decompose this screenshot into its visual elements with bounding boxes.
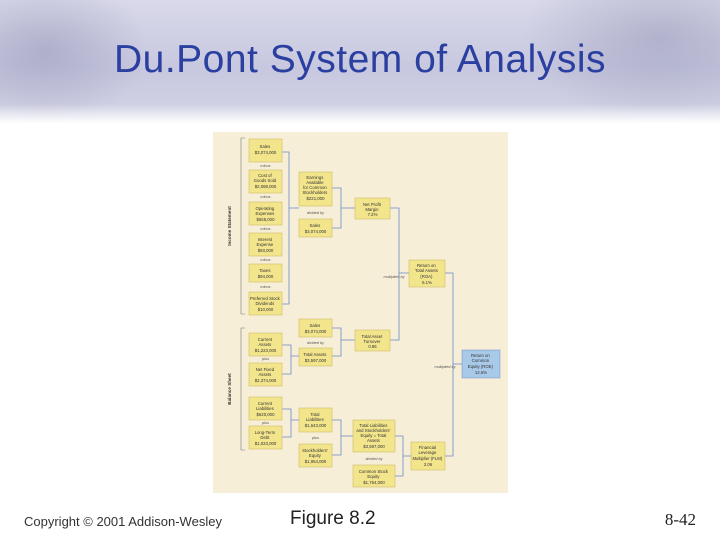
box-cse [352,464,396,488]
box-fixed-assets [248,362,283,387]
box-taxes [248,263,283,283]
col2-divided-2: divided by [307,341,325,345]
connector-roa-to-roe [445,272,462,365]
col1-boxes [248,138,283,450]
col4-multiplied: multiplied by [383,275,405,279]
balance-sheet-label: Balance Sheet [227,373,232,405]
col1-minus-5: minus [260,285,270,289]
col3-tat-text: Total Asset Turnover 0.85 [362,334,384,349]
col2-total-assets-text: Total Assets $3,597,000 [303,352,327,363]
col5-multiplied: multiplied by [434,365,456,369]
box-sales [248,138,283,163]
box-earnings [298,171,333,207]
connector-tl-to-tlse [332,419,353,437]
connector-col1-to-earnings-top [282,151,299,209]
box-current-assets [248,332,283,357]
col2-sales2-text: Sales $3,074,000 [305,323,327,334]
box-ltd [248,425,283,450]
connector-tlse-to-fem [395,435,411,457]
col1-sales-text: Sales $3,074,000 [255,144,277,155]
balance-sheet-bracket [240,327,245,451]
box-tlse [352,419,396,453]
copyright-notice: Copyright © 2001 Addison-Wesley [24,514,222,529]
income-statement-label: Income Statement [227,206,232,246]
box-roa [408,259,446,288]
connector-tat-to-roa [390,273,400,341]
col1-taxes-text: Taxes $94,000 [258,268,274,279]
connector-ltd-to-tl [282,420,292,438]
col1-minus-4: minus [260,258,270,262]
box-cogs [248,169,283,194]
box-fem [410,441,446,471]
col1-ltd-text: Long-Term Debt $1,023,000 [255,430,277,446]
box-roe [461,349,501,379]
slide-header-banner [0,0,720,124]
header-decoration-right [520,0,720,124]
col2-plus: plus [311,436,319,440]
box-opex [248,201,283,226]
dupont-diagram: Income Statement Balance Sheet Sal [213,132,508,493]
col1-minus-2: minus [260,195,270,199]
col3-divided: divided by [365,457,383,461]
col3-npm-text: Net Profit Margin 7.2% [363,202,382,217]
col4-fem-text: Financial Leverage Multiplier (FLM) 2.06 [412,445,443,467]
connector-cl-to-tl [282,408,299,421]
box-current-liab [248,396,283,421]
box-total-liab [298,407,333,433]
col5-roe-text: Return on Common Equity (ROE) 12.6% [468,353,495,375]
box-pref [248,291,283,316]
col2-total-liab-text: Total Liabilities $1,643,000 [305,412,327,428]
col1-minus-3: minus [260,227,270,231]
figure-label: Figure 8.2 [290,508,376,529]
connector-sales-to-npm [332,208,342,229]
connector-npm-to-roa [390,207,409,274]
box-npm [354,197,391,220]
col1-current-assets-text: Current Assets $1,223,000 [255,337,277,353]
connector-fem-to-roe [445,364,454,457]
col2-sales-text: Sales $3,074,000 [305,223,327,234]
box-equity [298,443,333,468]
box-interest [248,232,283,257]
header-fade [0,104,720,124]
connector-assets-to-tat [332,340,342,357]
col1-minus-1: minus [260,164,270,168]
dupont-diagram-svg: Income Statement Balance Sheet Sal [227,137,501,488]
box-sales-npm [298,218,333,238]
col1-fixed-assets-text: Net Fixed Assets $2,374,000 [255,367,277,383]
section-brackets [240,137,245,451]
income-statement-bracket [240,137,245,315]
connector-ca-to-ta [282,344,299,357]
connector-col1-to-earnings-bottom [282,208,290,305]
col1-current-liab-text: Current Liabilities $620,000 [256,401,275,417]
col1-interest-text: Interest Expense $93,000 [257,237,275,253]
box-total-assets [298,347,333,367]
col2-earnings-text: Earnings Available for Common Stockholde… [302,175,328,201]
col2-equity-text: Stockholders' Equity $1,954,000 [302,448,329,464]
col3-tlse-text: Total Liabilities and Stockholders' Equi… [356,423,391,449]
connector-sales2-to-tat [332,327,355,341]
col1-cogs-text: Cost of Goods Sold $2,088,000 [254,173,278,189]
connector-equity-to-tlse [332,436,342,456]
connector-fa-to-ta [282,356,292,375]
col2-divided-1: divided by [307,211,325,215]
box-sales-tat [298,318,333,338]
col1-opex-text: Operating Expenses $568,000 [255,206,275,222]
connector-lines [282,151,462,477]
col4-roa-text: Return on Total Assets (ROA) 6.1% [415,263,439,285]
header-decoration-left [0,0,150,124]
col3-boxes [352,197,396,488]
slide-title: Du.Pont System of Analysis [113,38,607,81]
connector-cse-to-fem [395,456,404,477]
col1-pref-text: Preferred Stock Dividends $10,000 [250,296,281,312]
col3-cse-text: Common Stock Equity $1,754,000 [359,469,390,485]
box-tat [354,329,391,352]
col4-boxes [408,259,446,471]
connector-earnings-to-npm [332,187,355,209]
col1-plus-2: plus [261,421,269,425]
col1-plus-1: plus [261,357,269,361]
page-number: 8-42 [664,510,696,529]
col2-boxes [298,171,333,468]
